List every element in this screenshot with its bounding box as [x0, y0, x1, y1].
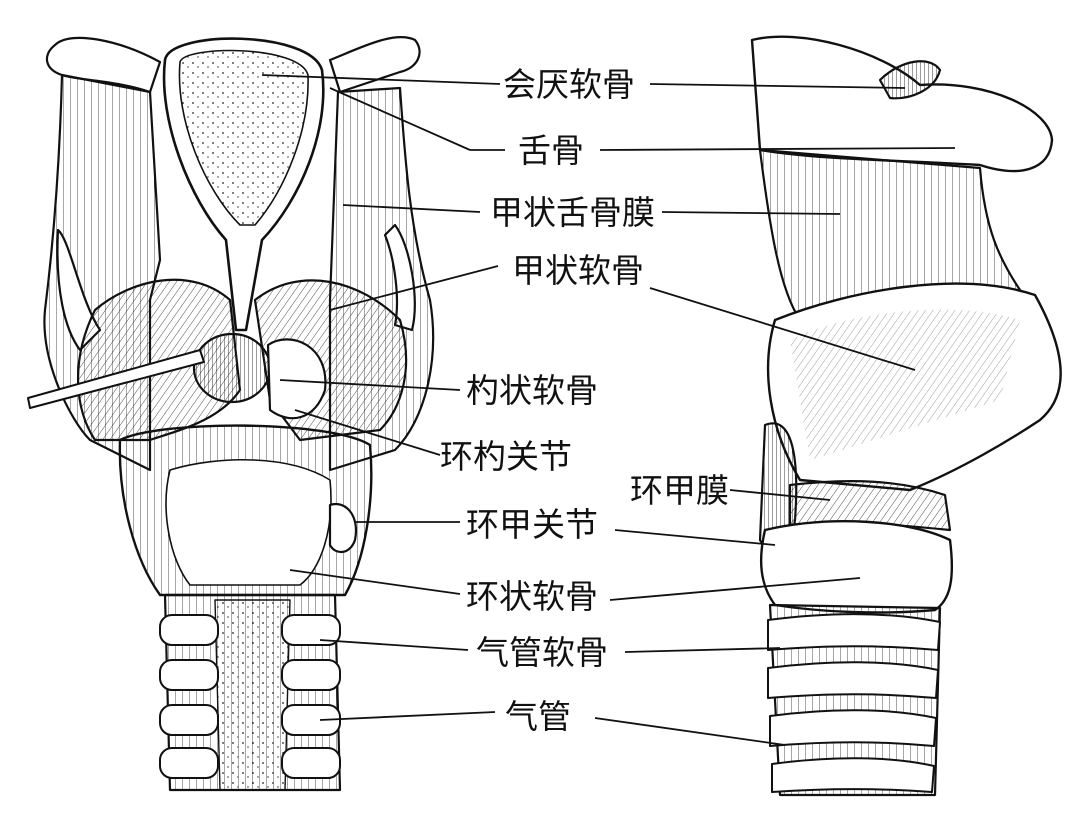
label-thyroid-cartilage: 甲状软骨 [512, 251, 644, 290]
label-thyrohyoid-membrane: 甲状舌骨膜 [490, 193, 655, 232]
hyoid-left-horn [45, 36, 162, 94]
hyoid-right-horn [328, 35, 421, 94]
label-cricothyroid-membrane: 环甲膜 [630, 471, 729, 510]
label-hyoid-bone: 舌骨 [518, 131, 584, 170]
label-epiglottic-cartilage: 会厌软骨 [503, 65, 635, 104]
probe [27, 349, 205, 409]
cricoid-lateral [759, 520, 954, 614]
label-cricothyroid-joint: 环甲关节 [466, 505, 598, 544]
label-cricoarytenoid-joint: 环杓关节 [440, 437, 572, 476]
arytenoid-left [192, 332, 272, 404]
lateral-view [750, 35, 1062, 797]
leader-lines [261, 74, 956, 746]
label-trachea: 气管 [505, 697, 571, 736]
label-tracheal-cartilage: 气管软骨 [476, 633, 608, 672]
posterior-view [27, 35, 435, 792]
label-cricoid-cartilage: 环状软骨 [466, 577, 598, 616]
label-arytenoid-cartilage: 杓状软骨 [466, 371, 598, 410]
hyoid-lateral [750, 35, 1054, 173]
arytenoid-right [266, 338, 327, 420]
